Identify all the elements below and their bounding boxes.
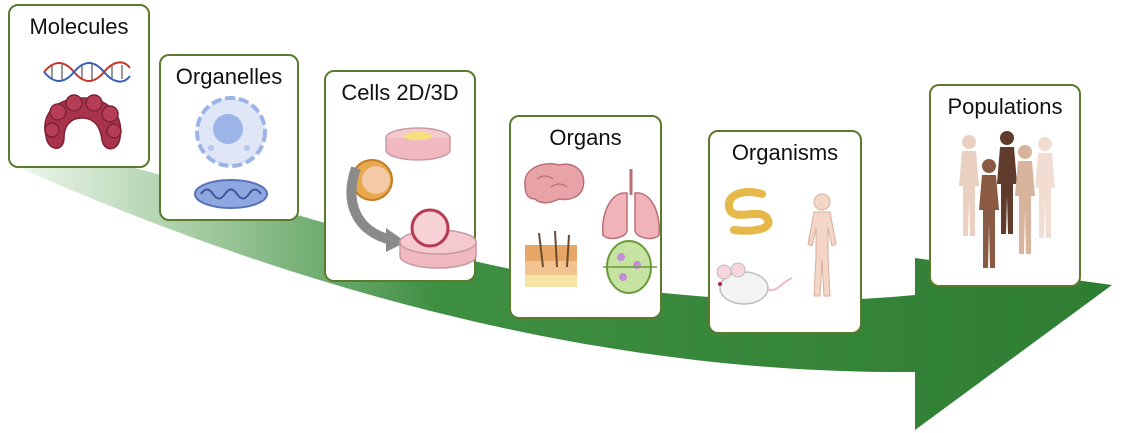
mitochondrion-icon	[195, 180, 267, 208]
populations-illustration	[931, 86, 1083, 289]
lungs-icon	[603, 169, 660, 238]
petri-dish-2d-icon	[386, 128, 450, 160]
person-icon	[959, 135, 979, 236]
population-group-icon	[959, 131, 1055, 268]
worm-icon	[729, 192, 769, 231]
protein-icon	[45, 95, 121, 149]
cell-nucleus-icon	[197, 98, 265, 166]
person-icon	[997, 131, 1017, 234]
spheroid-icon	[352, 160, 392, 200]
stage-card-populations: Populations	[929, 84, 1081, 287]
organisms-illustration	[710, 132, 864, 336]
brain-icon	[525, 164, 584, 203]
human-figure-icon	[808, 194, 836, 296]
lymph-node-icon	[603, 241, 657, 293]
stage-card-cells: Cells 2D/3D	[324, 70, 476, 282]
skin-tissue-icon	[525, 231, 577, 287]
petri-dish-3d-icon	[400, 210, 476, 268]
stage-card-organs: Organs	[509, 115, 662, 319]
molecules-illustration	[10, 6, 152, 170]
person-icon	[1015, 145, 1035, 254]
cells-illustration	[326, 72, 478, 284]
mouse-icon	[717, 263, 792, 304]
person-icon	[1035, 137, 1055, 238]
stage-card-organisms: Organisms	[708, 130, 862, 334]
person-icon	[979, 159, 999, 268]
dna-icon	[44, 62, 130, 81]
stage-card-molecules: Molecules	[8, 4, 150, 168]
organelles-illustration	[161, 56, 301, 223]
stage-card-organelles: Organelles	[159, 54, 299, 221]
organs-illustration	[511, 117, 664, 321]
